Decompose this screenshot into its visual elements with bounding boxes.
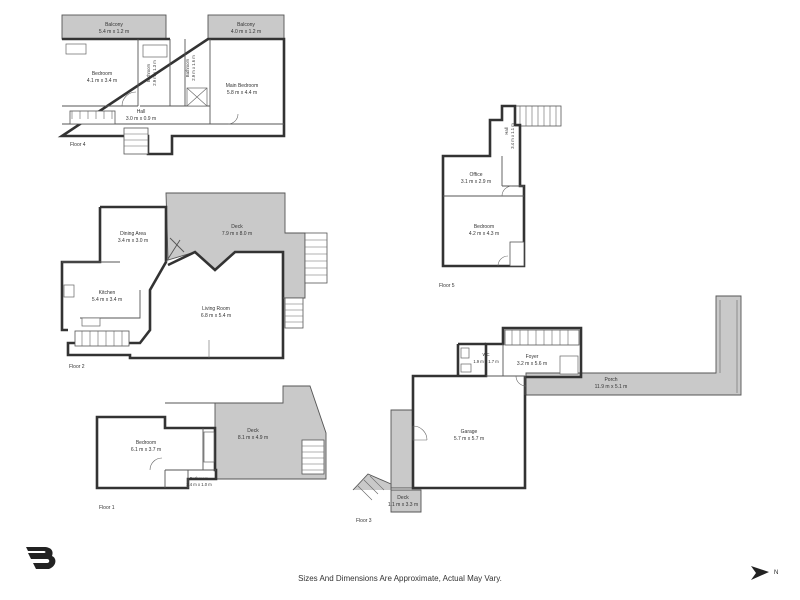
foyer-cabinet [559, 355, 579, 375]
floor-1-label: Floor 1 [99, 505, 115, 511]
room-name-4-hall: Hall [137, 109, 146, 115]
room-name-4-main-bedroom: Main Bedroom [226, 83, 259, 89]
room-name-2-living: Living Room [202, 306, 230, 312]
floor-4-inner-walls [62, 39, 284, 125]
floor-2-plan [60, 192, 328, 360]
floor-4-stair [69, 110, 116, 125]
room-name-5-office: Office [470, 172, 483, 178]
room-name-4-bedroom: Bedroom [92, 71, 112, 77]
room-name-2-kitchen: Kitchen [99, 290, 116, 296]
footer-disclaimer: Sizes And Dimensions Are Approximate, Ac… [298, 574, 502, 583]
room-dims-5-hall: 3.4 m x 1.1 m [510, 123, 515, 149]
room-dims-4-bedroom: 4.1 m x 3.4 m [87, 78, 117, 84]
floor-4-stair-lower [123, 127, 149, 155]
room-dims-4-main-bedroom: 5.8 m x 4.4 m [227, 90, 257, 96]
room-dims-2-living: 6.8 m x 5.4 m [201, 313, 231, 319]
room-name-1-bedroom: Bedroom [136, 440, 156, 446]
floor-4-outline [57, 37, 286, 156]
floor-1-wardrobe [203, 431, 215, 463]
room-dims-3-deck: 1.1 m x 3.3 m [388, 502, 418, 508]
floor-1-inner-walls [164, 428, 216, 488]
kitchen-cooktop [81, 317, 101, 327]
bathtub-4 [142, 44, 168, 58]
room-dims-4-bathroom-a: 2.9 m x 1.3 m [152, 60, 157, 86]
balcony-4b-area [207, 14, 285, 40]
deck-3-side [390, 409, 414, 489]
porch-area [525, 295, 742, 396]
room-dims-2-kitchen: 5.4 m x 3.4 m [92, 297, 122, 303]
room-dims-4-balcony-b: 4.0 m x 1.2 m [231, 29, 261, 35]
floor-4-plan [57, 14, 286, 156]
room-dims-1-bathroom: 2.4 m x 1.0 m [186, 482, 212, 487]
room-dims-1-bedroom: 6.1 m x 3.7 m [131, 447, 161, 453]
room-dims-3-porch: 11.9 m x 5.1 m [595, 384, 628, 390]
floor-2-stair [74, 330, 130, 347]
room-dims-3-foyer: 3.2 m x 5.6 m [517, 361, 547, 367]
room-name-3-porch: Porch [604, 377, 617, 383]
room-name-4-bathroom-a: Bathroom [146, 63, 151, 82]
floor-2-stair-side [284, 297, 304, 329]
north-arrow-icon [751, 566, 769, 580]
room-name-3-deck: Deck [397, 495, 409, 501]
floor-5-plan [441, 104, 562, 268]
floor-2-stair-deck [304, 232, 328, 284]
room-name-5-bedroom: Bedroom [474, 224, 494, 230]
brand-logo-icon [26, 547, 56, 569]
north-label: N [774, 570, 778, 576]
room-dims-5-office: 3.1 m x 2.9 m [461, 179, 491, 185]
room-name-5-hall: Hall [504, 127, 509, 134]
wc-walls [456, 342, 486, 376]
room-name-2-dining: Dining Area [120, 231, 146, 237]
room-dims-5-bedroom: 4.2 m x 4.3 m [469, 231, 499, 237]
room-name-3-foyer: Foyer [526, 354, 539, 360]
deck-3-area [352, 473, 422, 513]
floor-5-stair-small [509, 241, 525, 267]
room-name-2-deck: Deck [231, 224, 243, 230]
room-name-1-deck: Deck [247, 428, 259, 434]
room-name-3-wc: WC [483, 352, 490, 357]
balcony-4a-area [61, 14, 167, 40]
room-name-3-garage: Garage [461, 429, 478, 435]
floor-2-label: Floor 2 [69, 364, 85, 370]
wardrobe-4 [65, 43, 87, 55]
room-dims-1-deck: 8.1 m x 4.9 m [238, 435, 268, 441]
room-dims-4-balcony-a: 5.4 m x 1.2 m [99, 29, 129, 35]
room-dims-3-garage: 5.7 m x 5.7 m [454, 436, 484, 442]
room-dims-4-hall: 3.0 m x 0.9 m [126, 116, 156, 122]
room-dims-3-wc: 1.9 m x 1.7 m [473, 359, 499, 364]
floor-3-stair [504, 329, 580, 346]
room-name-4-balcony-a: Balcony [105, 22, 123, 28]
floor-3-label: Floor 3 [356, 518, 372, 524]
floor-4-label: Floor 4 [70, 142, 86, 148]
room-dims-4-bathroom-b: 2.9 m x 1.6 m [191, 55, 196, 81]
room-dims-2-deck: 7.9 m x 8.0 m [222, 231, 252, 237]
room-name-1-bathroom: Bathroom [190, 476, 209, 481]
room-name-4-balcony-b: Balcony [237, 22, 255, 28]
room-dims-2-dining: 3.4 m x 3.0 m [118, 238, 148, 244]
wc-sink [460, 363, 472, 373]
floor-5-inner-walls [443, 156, 524, 197]
floor-1-plan [95, 385, 327, 490]
floor-3-outline [411, 326, 583, 490]
floor-1-stair [301, 439, 325, 475]
room-name-4-bathroom-b: Bathroom [185, 58, 190, 77]
floor-5-label: Floor 5 [439, 283, 455, 289]
floor-3-inner-walls [486, 344, 526, 395]
floor-3-plan [352, 295, 742, 513]
toilet-3 [460, 347, 470, 359]
kitchen-sink [63, 284, 75, 298]
